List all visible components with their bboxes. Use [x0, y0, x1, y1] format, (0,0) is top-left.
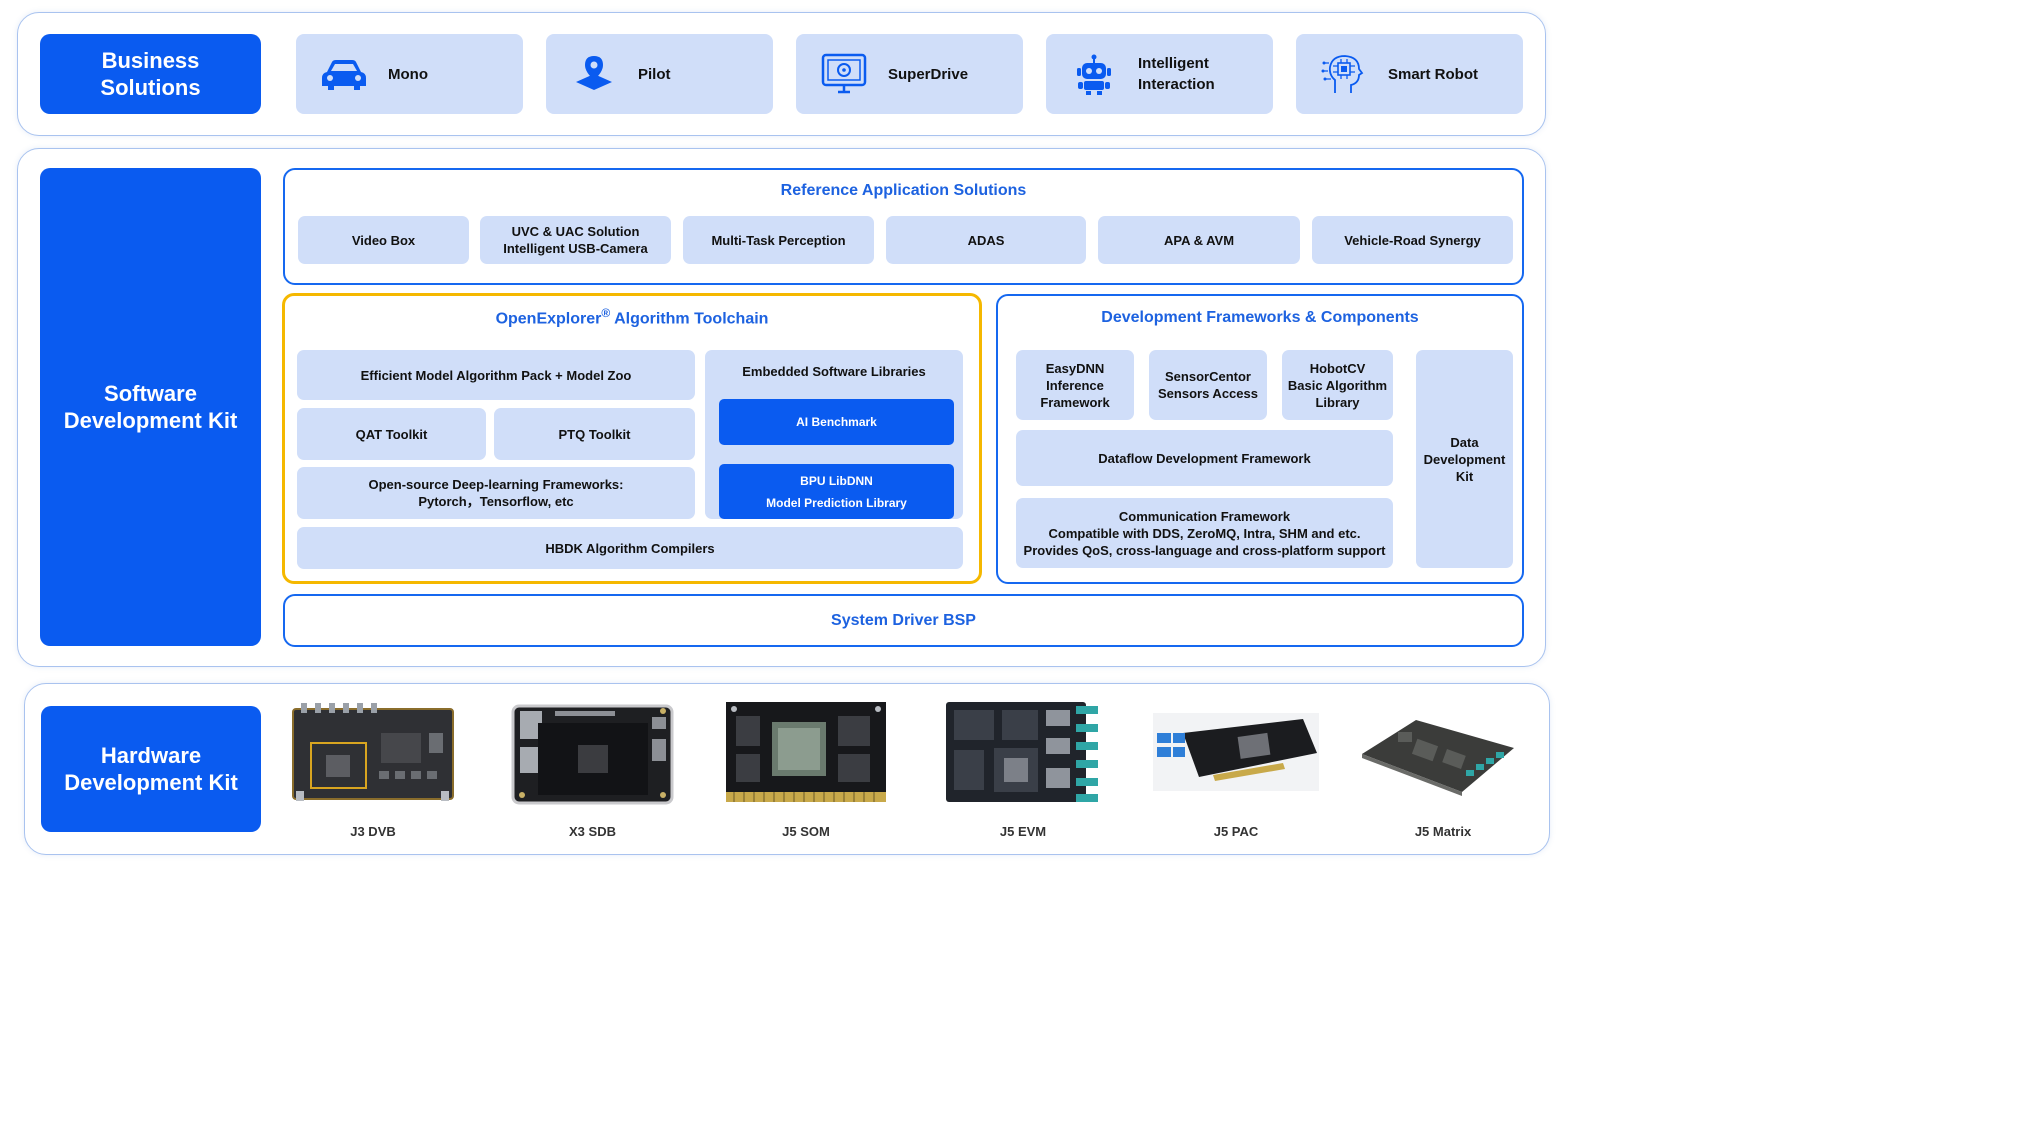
hbdk-compilers-box[interactable]: HBDK Algorithm Compilers — [297, 527, 963, 569]
reference-item[interactable]: Video Box — [298, 216, 469, 264]
reference-item[interactable]: APA & AVM — [1098, 216, 1300, 264]
dataflow-framework-box[interactable]: Dataflow Development Framework — [1016, 430, 1393, 486]
business-item-label: SuperDrive — [888, 65, 969, 83]
j5-matrix-board-image — [1358, 714, 1518, 796]
business-item-label: Intelligent Interaction — [1138, 55, 1215, 93]
hardware-label: Hardware Development Kit — [41, 706, 261, 832]
business-item-label: Mono — [388, 65, 428, 83]
j5-evm-board-image — [944, 698, 1102, 806]
board-caption: J5 Matrix — [1414, 824, 1472, 839]
toolchain-title-main: OpenExplorer — [495, 310, 602, 328]
model-pack-box[interactable]: Efficient Model Algorithm Pack + Model Z… — [297, 350, 695, 400]
business-item-pilot[interactable]: Pilot — [546, 34, 773, 114]
sensorcenter-box[interactable]: SensorCentor Sensors Access — [1149, 350, 1267, 420]
car-icon — [314, 56, 374, 92]
business-solutions-panel — [17, 12, 1546, 136]
location-pin-icon — [564, 54, 624, 94]
robot-icon — [1064, 53, 1124, 95]
business-item-label: Pilot — [638, 65, 671, 83]
qat-toolkit-box[interactable]: QAT Toolkit — [297, 408, 486, 460]
embedded-libraries-title: Embedded Software Libraries — [742, 364, 926, 379]
board-caption: J5 EVM — [999, 824, 1047, 839]
reference-item[interactable]: ADAS — [886, 216, 1086, 264]
board-caption: J5 SOM — [782, 824, 830, 839]
board-caption: J3 DVB — [350, 824, 396, 839]
sdk-label: Software Development Kit — [40, 168, 261, 646]
toolchain-title-rest: Algorithm Toolchain — [610, 310, 769, 328]
data-development-kit-box[interactable]: Data Development Kit — [1416, 350, 1513, 568]
toolchain-title: OpenExplorer® Algorithm Toolchain — [282, 306, 982, 328]
business-item-smart-robot[interactable]: Smart Robot — [1296, 34, 1523, 114]
j3-dvb-board-image — [291, 703, 455, 803]
registered-mark: ® — [601, 306, 611, 320]
business-item-label: Smart Robot — [1388, 65, 1478, 83]
communication-framework-box[interactable]: Communication Framework Compatible with … — [1016, 498, 1393, 568]
ai-head-icon — [1314, 51, 1374, 97]
easydnn-box[interactable]: EasyDNN Inference Framework — [1016, 350, 1134, 420]
j5-som-board-image — [724, 700, 888, 804]
opensource-frameworks-box[interactable]: Open-source Deep-learning Frameworks: Py… — [297, 467, 695, 519]
bpu-libdnn-box[interactable]: BPU LibDNN Model Prediction Library — [719, 464, 954, 519]
business-item-mono[interactable]: Mono — [296, 34, 523, 114]
reference-item[interactable]: UVC & UAC Solution Intelligent USB-Camer… — [480, 216, 671, 264]
reference-item[interactable]: Multi-Task Perception — [683, 216, 874, 264]
j5-pac-board-image — [1153, 713, 1319, 791]
frameworks-title: Development Frameworks & Components — [1101, 309, 1419, 326]
x3-sdb-board-image — [510, 703, 675, 806]
ai-benchmark-box[interactable]: AI Benchmark — [719, 399, 954, 445]
business-item-intelligent-interaction[interactable]: Intelligent Interaction — [1046, 34, 1273, 114]
business-item-superdrive[interactable]: SuperDrive — [796, 34, 1023, 114]
bsp-label: System Driver BSP — [831, 611, 976, 629]
board-caption: J5 PAC — [1213, 824, 1259, 839]
hobotcv-box[interactable]: HobotCV Basic Algorithm Library — [1282, 350, 1393, 420]
monitor-steering-icon — [814, 52, 874, 96]
reference-item[interactable]: Vehicle-Road Synergy — [1312, 216, 1513, 264]
business-solutions-label: Business Solutions — [40, 34, 261, 114]
bsp-frame[interactable]: System Driver BSP — [283, 594, 1524, 647]
reference-solutions-title: Reference Application Solutions — [780, 182, 1027, 199]
board-caption: X3 SDB — [569, 824, 616, 839]
ptq-toolkit-box[interactable]: PTQ Toolkit — [494, 408, 695, 460]
